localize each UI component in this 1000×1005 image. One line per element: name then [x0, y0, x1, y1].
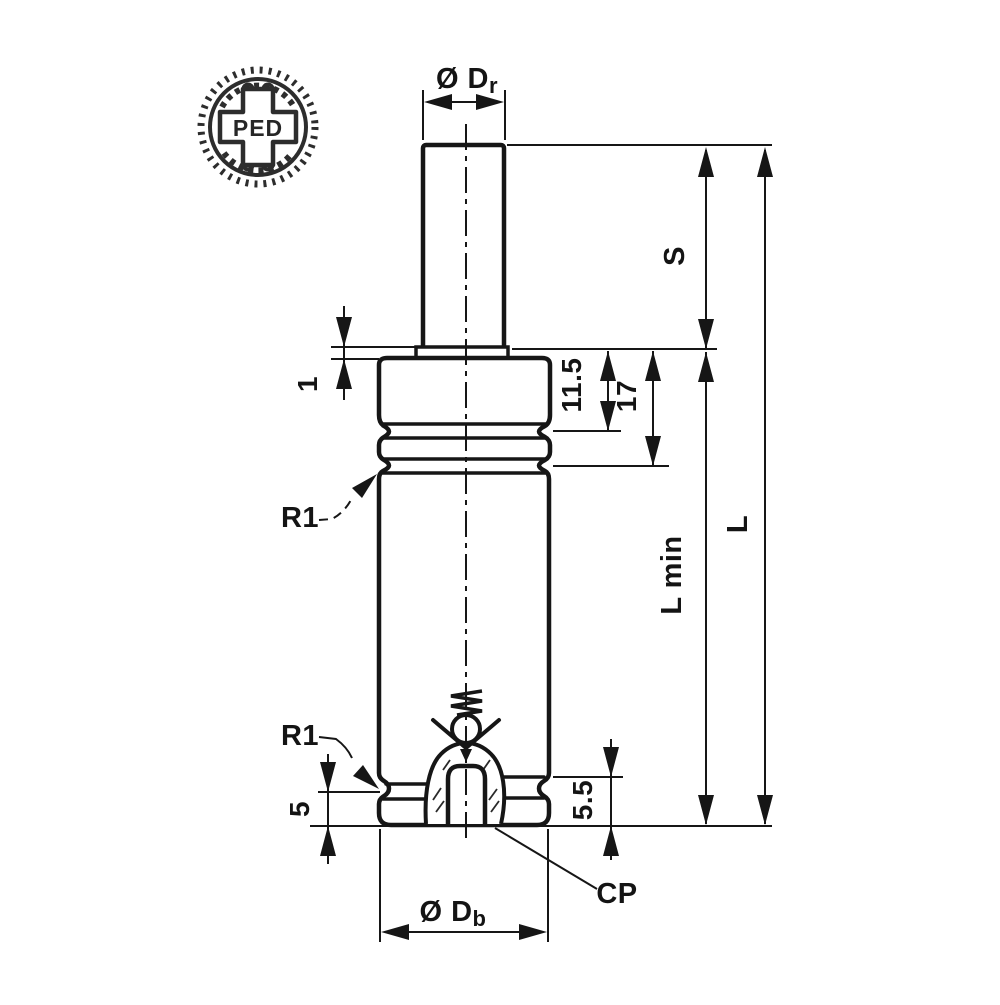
flange-edges-left	[381, 782, 432, 801]
body-diameter-sub: b	[473, 906, 487, 931]
stamp-top-lettering	[219, 82, 297, 109]
ext-rod-step	[331, 346, 417, 360]
leader-r1-top	[318, 497, 353, 521]
leader-r1-top-arrow	[352, 474, 377, 498]
stamp-inner-ring	[208, 77, 308, 177]
body-diameter-main: Ø D	[419, 896, 472, 928]
r1-top-label: R1	[281, 502, 319, 534]
leader-cp	[494, 827, 598, 890]
ext-rod-diameter	[422, 90, 506, 140]
cp-label: CP	[596, 878, 637, 910]
valve-flow-arrow-icon	[460, 749, 472, 762]
rod-diameter-label: Ø Dr	[436, 63, 498, 98]
leader-r1-bottom	[318, 736, 353, 759]
body-diameter-label: Ø Db	[419, 896, 486, 931]
stamp-cross	[217, 86, 299, 168]
ped-certification-stamp-icon: PED	[197, 66, 319, 188]
length-min-label: L min	[656, 535, 688, 614]
r1-bottom-label: R1	[281, 720, 319, 752]
dimension-arrows	[320, 94, 773, 940]
stamp-label: PED	[233, 115, 283, 141]
dim-5-label: 5	[284, 801, 315, 817]
rod-diameter-sub: r	[489, 73, 498, 98]
ext-body-diameter	[379, 829, 549, 942]
dim-1-label: 1	[292, 376, 323, 392]
dim-5-5-label: 5.5	[567, 780, 598, 820]
dim-11-5-label: 11.5	[556, 358, 587, 413]
stamp-hatched-ring	[197, 66, 319, 188]
dimension-annotations: Ø Dr S L min L 11.5 17 1 R1 R1 5 5.5 Ø D…	[281, 63, 773, 942]
piston-rod	[420, 142, 507, 358]
flange-edges-right	[497, 775, 546, 800]
dim-17-label: 17	[611, 380, 642, 412]
length-total-label: L	[722, 515, 754, 533]
gas-spring-part	[376, 124, 553, 842]
rod-diameter-main: Ø D	[436, 63, 489, 95]
stroke-label: S	[659, 246, 691, 266]
leader-r1-bottom-arrow	[353, 765, 379, 789]
